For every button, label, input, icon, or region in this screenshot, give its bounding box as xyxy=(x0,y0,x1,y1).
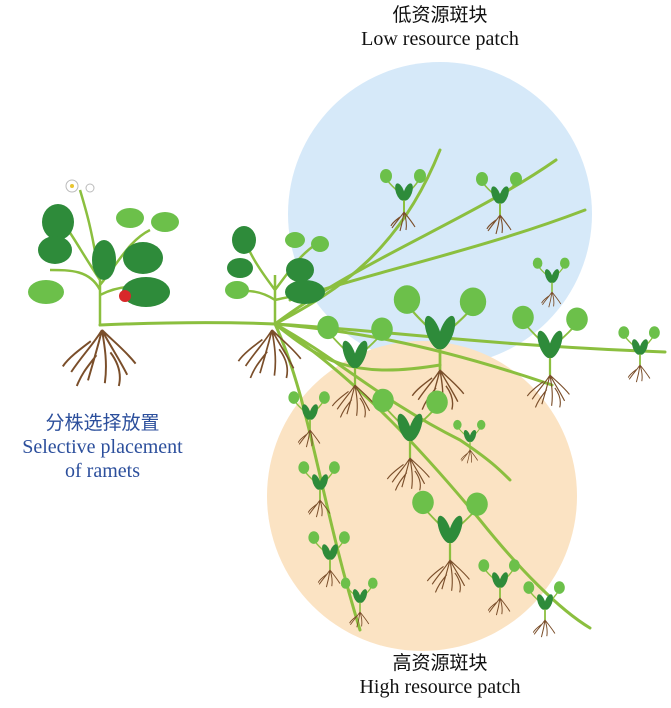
primary-ramet-icon xyxy=(225,226,329,379)
ramet-placement-label-en-2: of ramets xyxy=(65,459,140,482)
ramet-placement-label-en-1: Selective placement xyxy=(22,435,183,458)
low-patch-label-en: Low resource patch xyxy=(361,27,519,50)
strawberry-icon xyxy=(119,290,131,302)
high-patch-label: 高资源斑块 High resource patch xyxy=(300,652,580,699)
mother-plant-icon xyxy=(28,179,179,387)
high-patch-label-en: High resource patch xyxy=(359,675,521,698)
ramet-placement-label-zh: 分株选择放置 xyxy=(45,412,160,434)
low-patch-label: 低资源斑块 Low resource patch xyxy=(300,4,580,51)
high-patch-label-zh: 高资源斑块 xyxy=(392,652,488,674)
low-resource-patch xyxy=(288,62,592,366)
ramet-placement-label: 分株选择放置 Selective placement of ramets xyxy=(0,412,205,483)
low-patch-label-zh: 低资源斑块 xyxy=(392,4,488,26)
